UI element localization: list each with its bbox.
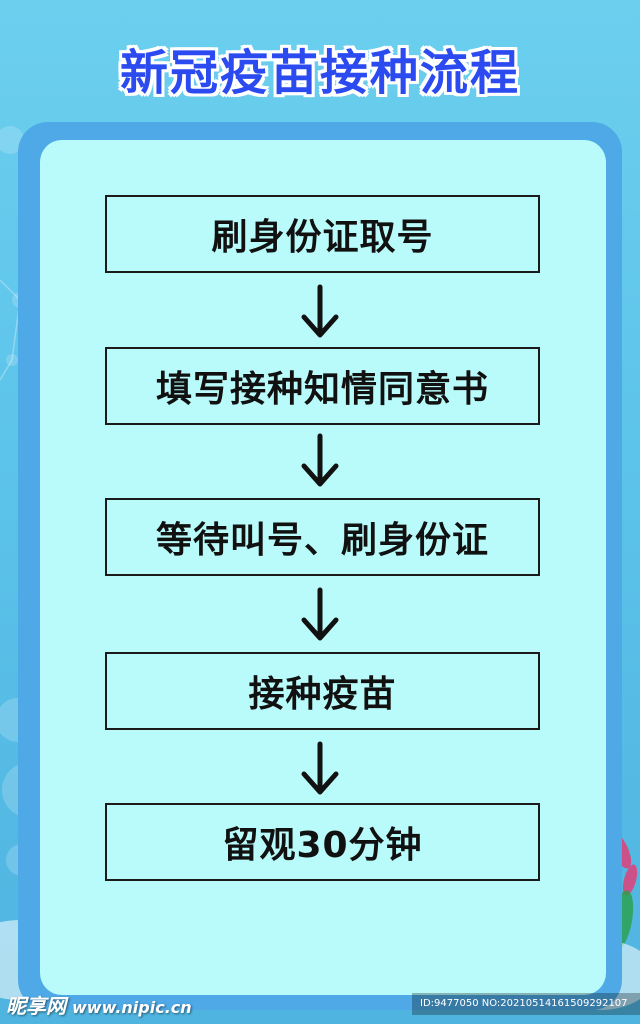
down-arrow-icon — [301, 741, 339, 795]
watermark-id: ID:9477050 NO:20210514161509292107 — [412, 993, 640, 1015]
down-arrow-icon — [301, 587, 339, 641]
flow-step-4: 接种疫苗 — [105, 652, 540, 730]
flow-step-1: 刷身份证取号 — [105, 195, 540, 273]
watermark-logo: 昵享网 www.nipic.cn — [6, 990, 192, 1020]
flow-step-5: 留观30分钟 — [105, 803, 540, 881]
down-arrow-icon — [301, 284, 339, 338]
down-arrow-icon — [301, 433, 339, 487]
flow-step-3: 等待叫号、刷身份证 — [105, 498, 540, 576]
flow-step-2: 填写接种知情同意书 — [105, 347, 540, 425]
watermark-logo-text: 昵享网 — [6, 994, 66, 1018]
watermark-url: www.nipic.cn — [72, 998, 192, 1017]
page-title: 新冠疫苗接种流程 — [119, 45, 520, 101]
